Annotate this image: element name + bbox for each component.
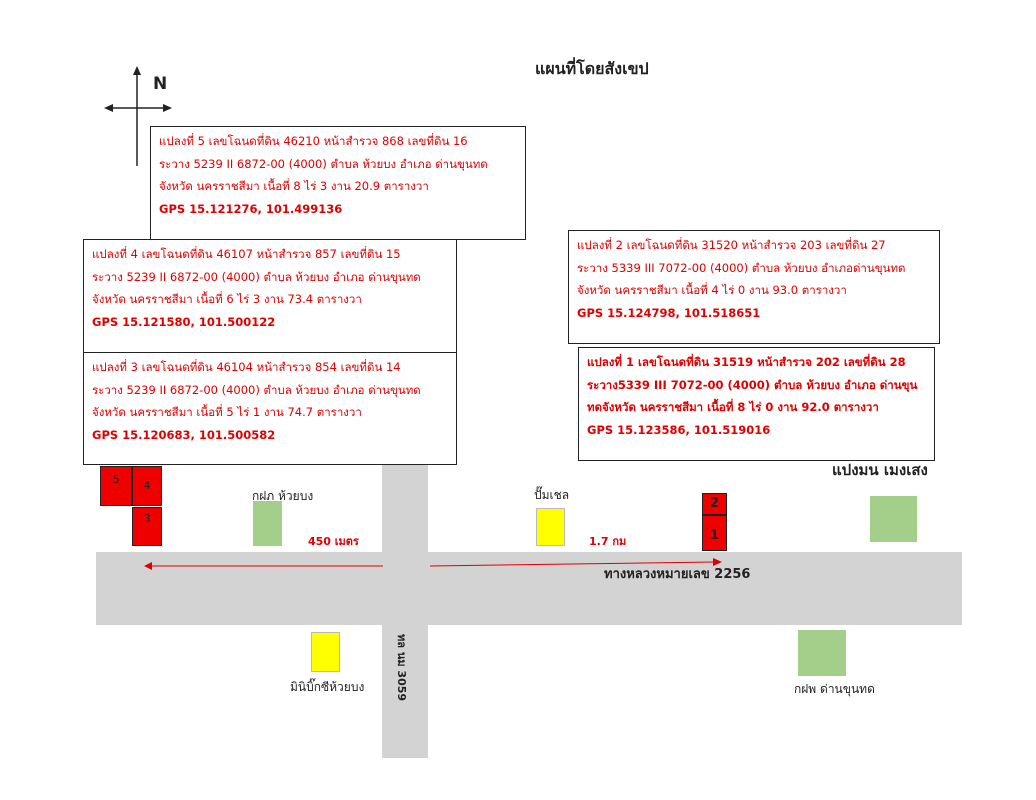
local-road-label: ทล นม 3059 — [395, 634, 408, 702]
gas-station-label: ปั๊มเชล — [534, 488, 570, 502]
parcel-1-gps: GPS 15.123586, 101.519016 — [587, 422, 771, 437]
paeng-mon-label: แปงมน เมงเสง — [832, 461, 928, 479]
pea-huaybong-label: กฝภ ห้วยบง — [252, 489, 314, 503]
lot-marker-3: 3 — [132, 507, 162, 546]
parcel-5-gps: GPS 15.121276, 101.499136 — [159, 201, 343, 216]
parcel-4-line-2: ระวาง 5239 II 6872-00 (4000) ตำบล ห้วยบง… — [92, 269, 421, 284]
parcel-2-gps: GPS 15.124798, 101.518651 — [577, 305, 761, 320]
distance-west-label: 450 เมตร — [308, 535, 359, 548]
paeng-mon-marker — [870, 496, 917, 542]
lot-marker-4: 4 — [132, 466, 162, 506]
parcel-info-2: แปลงที่ 2 เลขโฉนดที่ดิน 31520 หน้าสำรวจ … — [568, 230, 940, 344]
parcel-2-line-1: แปลงที่ 2 เลขโฉนดที่ดิน 31520 หน้าสำรวจ … — [577, 238, 886, 252]
parcel-1-line-1: แปลงที่ 1 เลขโฉนดที่ดิน 31519 หน้าสำรวจ … — [587, 355, 906, 369]
mini-bigc-label: มินิบิ๊กซีห้วยบง — [290, 680, 365, 694]
parcel-5-line-2: ระวาง 5239 II 6872-00 (4000) ตำบล ห้วยบง… — [159, 156, 488, 171]
mini-bigc-marker — [311, 632, 340, 672]
parcel-3-line-1: แปลงที่ 3 เลขโฉนดที่ดิน 46104 หน้าสำรวจ … — [92, 360, 401, 374]
parcel-info-1: แปลงที่ 1 เลขโฉนดที่ดิน 31519 หน้าสำรวจ … — [578, 347, 935, 461]
parcel-info-3: แปลงที่ 3 เลขโฉนดที่ดิน 46104 หน้าสำรวจ … — [83, 352, 457, 465]
parcel-5-line-3: จังหวัด นครราชสีมา เนื้อที่ 8 ไร่ 3 งาน … — [159, 179, 429, 193]
arrow-west-icon — [144, 562, 383, 570]
lot-marker-1: 1 — [702, 515, 727, 551]
pea-dankhuntot-marker — [798, 630, 846, 676]
local-road — [382, 463, 428, 758]
parcel-info-5: แปลงที่ 5 เลขโฉนดที่ดิน 46210 หน้าสำรวจ … — [150, 126, 526, 240]
gas-station-marker — [536, 508, 565, 546]
pea-dankhuntot-label: กฝพ ด่านขุนทด — [794, 682, 875, 696]
parcel-4-gps: GPS 15.121580, 101.500122 — [92, 314, 276, 329]
parcel-5-line-1: แปลงที่ 5 เลขโฉนดที่ดิน 46210 หน้าสำรวจ … — [159, 134, 468, 148]
map-title: แผนที่โดยสังเขป — [535, 59, 649, 78]
parcel-2-line-3: จังหวัด นครราชสีมา เนื้อที่ 4 ไร่ 0 งาน … — [577, 283, 847, 297]
parcel-3-line-2: ระวาง 5239 II 6872-00 (4000) ตำบล ห้วยบง… — [92, 382, 421, 397]
parcel-1-line-2: ระวาง5339 III 7072-00 (4000) ตำบล ห้วยบง… — [587, 377, 918, 392]
pea-huaybong-marker — [253, 501, 282, 546]
parcel-2-line-2: ระวาง 5339 III 7072-00 (4000) ตำบล ห้วยบ… — [577, 260, 906, 275]
parcel-1-line-3: ทดจังหวัด นครราชสีมา เนื้อที่ 8 ไร่ 0 งา… — [587, 400, 879, 414]
parcel-4-line-3: จังหวัด นครราชสีมา เนื้อที่ 6 ไร่ 3 งาน … — [92, 292, 362, 306]
parcel-3-gps: GPS 15.120683, 101.500582 — [92, 427, 276, 442]
highway-label: ทางหลวงหมายเลข 2256 — [604, 567, 751, 582]
arrow-east-icon — [429, 558, 722, 567]
distance-east-label: 1.7 กม — [589, 535, 627, 548]
lot-marker-2: 2 — [702, 493, 727, 515]
compass-icon — [104, 66, 172, 166]
compass-north-label: N — [153, 74, 168, 94]
parcel-info-4: แปลงที่ 4 เลขโฉนดที่ดิน 46107 หน้าสำรวจ … — [83, 239, 457, 353]
parcel-4-line-1: แปลงที่ 4 เลขโฉนดที่ดิน 46107 หน้าสำรวจ … — [92, 247, 401, 261]
lot-marker-5: 5 — [100, 466, 132, 506]
parcel-3-line-3: จังหวัด นครราชสีมา เนื้อที่ 5 ไร่ 1 งาน … — [92, 405, 362, 419]
